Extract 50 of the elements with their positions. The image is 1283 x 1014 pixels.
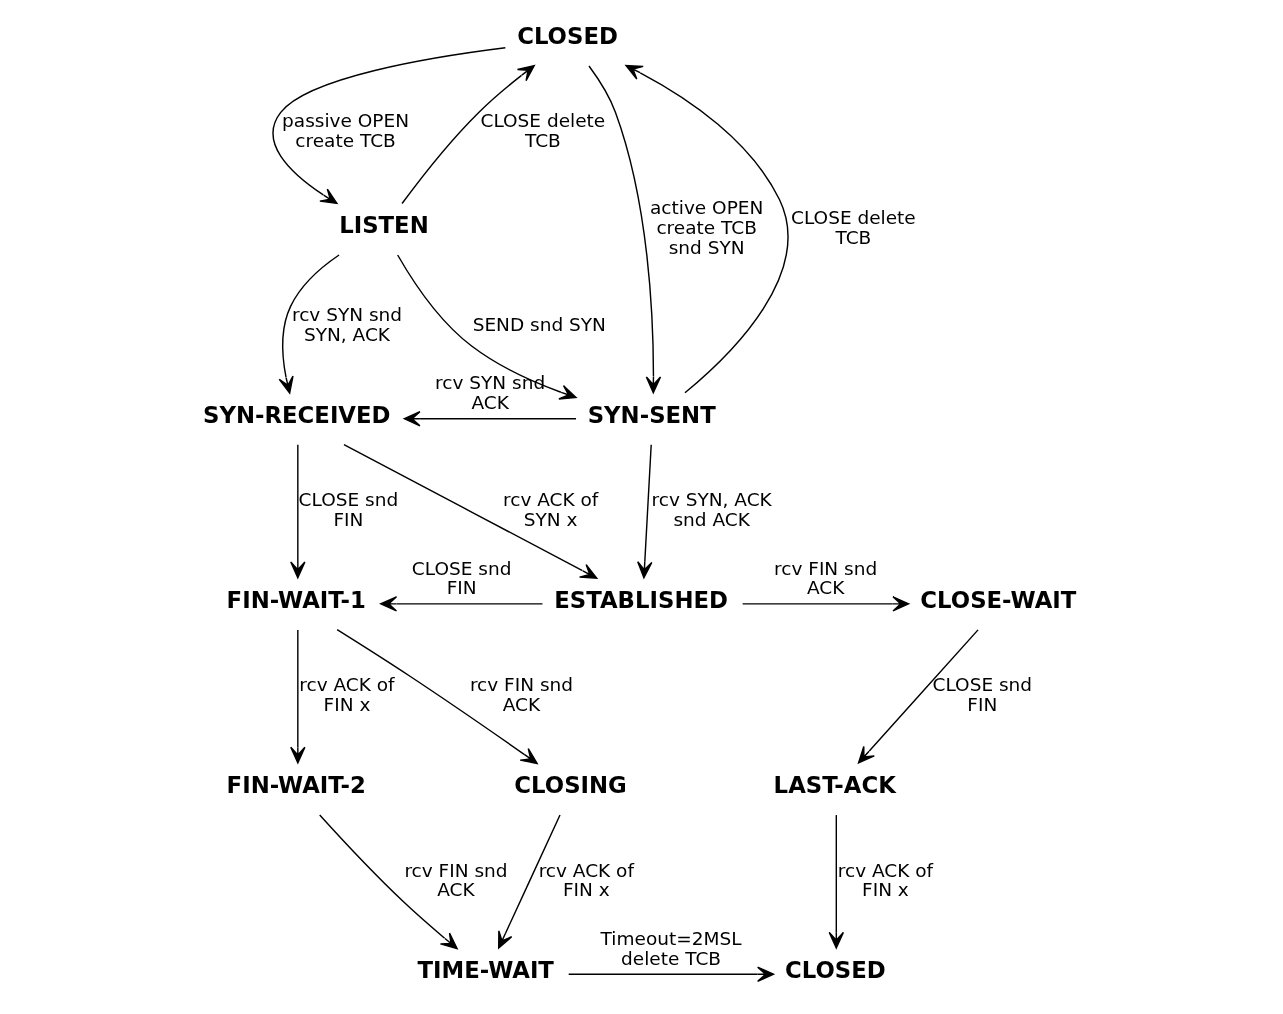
arrow: [396, 254, 577, 400]
edge-label: rcv FIN snd ACK: [404, 859, 508, 901]
edge-label: Timeout=2MSL delete TCB: [600, 927, 742, 969]
arrow: [637, 444, 653, 579]
arrow: [625, 64, 789, 394]
edge-label: rcv FIN snd ACK: [469, 674, 574, 716]
edge-label: rcv ACK of FIN x: [299, 674, 395, 716]
edge-label: CLOSE snd FIN: [932, 674, 1033, 716]
edge-label: rcv SYN, ACK snd ACK: [651, 489, 772, 531]
edge-label: active OPEN create TCB snd SYN: [649, 197, 764, 258]
arrow: [290, 444, 306, 579]
node-text: TIME-WAIT: [417, 957, 554, 984]
node-text: FIN-WAIT-1: [226, 586, 366, 613]
arrow: [278, 254, 340, 394]
node-text: CLOSED: [785, 957, 886, 984]
edge-label: CLOSE delete TCB: [791, 207, 916, 249]
edge-label: rcv ACK of FIN x: [538, 859, 634, 901]
node-text: SYN-RECEIVED: [203, 401, 391, 428]
edge-label: rcv FIN snd ACK: [774, 557, 878, 599]
node-text: CLOSE-WAIT: [920, 586, 1077, 613]
arrow: [828, 814, 845, 949]
node-text: SYN-SENT: [587, 401, 716, 428]
node-text: FIN-WAIT-2: [226, 772, 366, 799]
edge-label: passive OPEN create TCB: [282, 110, 410, 152]
arrow: [336, 628, 538, 765]
edge-label: rcv SYN snd SYN, ACK: [291, 303, 403, 345]
arrow: [498, 814, 561, 949]
node-text: LISTEN: [339, 212, 429, 239]
arrow: [319, 814, 458, 950]
arrow: [567, 966, 775, 982]
node-text: CLOSED: [517, 22, 618, 49]
arrow: [401, 64, 535, 205]
arrow: [403, 410, 577, 427]
arrow: [343, 443, 598, 579]
edge-label: rcv ACK of SYN x: [503, 489, 599, 531]
edge-label: rcv SYN snd ACK: [435, 372, 546, 414]
node-text: ESTABLISHED: [554, 586, 728, 613]
edge-label: SEND snd SYN: [472, 313, 606, 335]
arrow: [380, 596, 544, 612]
arrow: [290, 629, 306, 764]
arrow: [588, 65, 662, 394]
arrow: [741, 596, 910, 612]
edge-label: CLOSE snd FIN: [411, 557, 512, 599]
node-text: CLOSING: [514, 772, 627, 799]
node-text: LAST-ACK: [773, 772, 896, 799]
arrow: [272, 47, 507, 205]
arrow: [857, 629, 979, 764]
edge-label: rcv ACK of FIN x: [837, 859, 934, 901]
edge-label: CLOSE snd FIN: [298, 489, 399, 531]
edge-label: CLOSE delete TCB: [480, 110, 606, 152]
